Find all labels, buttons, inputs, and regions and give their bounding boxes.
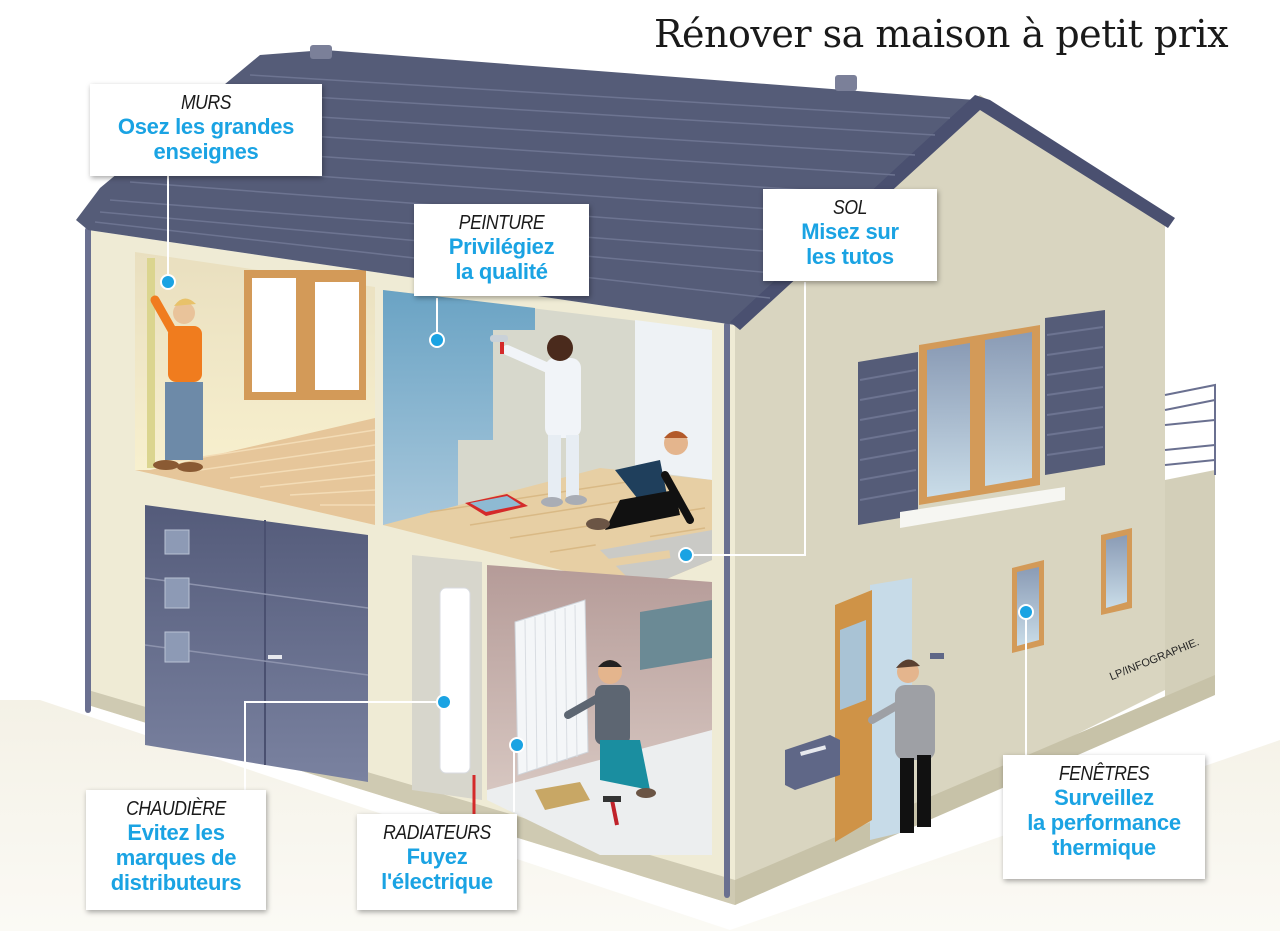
- callout-dots: [160, 274, 1034, 753]
- callout-peinture: PEINTURE Privilégiez la qualité: [414, 204, 589, 296]
- ground: [0, 700, 1280, 931]
- leader-lines: [167, 175, 1027, 812]
- room-murs: [135, 252, 376, 525]
- callout-category: PEINTURE: [458, 212, 545, 234]
- drainpipes: [85, 227, 730, 898]
- dot-chaudiere: [436, 694, 452, 710]
- callout-tip-line: enseignes: [153, 139, 259, 164]
- callout-chaudiere: CHAUDIÈRE Evitez les marques de distribu…: [86, 790, 266, 910]
- infographic-title: Rénover sa maison à petit prix: [653, 12, 1229, 56]
- garage-door: [144, 505, 369, 782]
- callout-tip-line: Osez les grandes: [117, 114, 295, 139]
- callout-tip-line: l'électrique: [381, 869, 493, 894]
- dot-peinture: [429, 332, 445, 348]
- callout-category: MURS: [180, 92, 232, 114]
- callout-category: FENÊTRES: [1058, 763, 1150, 785]
- callout-tip-line: Surveillez: [1054, 785, 1154, 810]
- callout-fenetres: FENÊTRES Surveillez la performance therm…: [1003, 755, 1205, 879]
- callout-tip-line: la performance: [1027, 810, 1181, 835]
- callout-tip-line: Evitez les: [127, 820, 225, 845]
- room-peinture-sol: [383, 290, 712, 590]
- dot-murs: [160, 274, 176, 290]
- callout-tip-line: distributeurs: [110, 870, 242, 895]
- callout-tip-line: marques de: [115, 845, 237, 870]
- callout-sol: SOL Misez sur les tutos: [763, 189, 937, 281]
- callout-murs: MURS Osez les grandes enseignes: [90, 84, 322, 176]
- dot-sol: [678, 547, 694, 563]
- dot-fenetres: [1018, 604, 1034, 620]
- callout-tip-line: Privilégiez: [448, 234, 555, 259]
- callout-tip-line: Misez sur: [801, 219, 899, 244]
- callout-tip-line: thermique: [1052, 835, 1156, 860]
- upper-window: [858, 310, 1105, 528]
- room-radiateurs: [487, 565, 712, 855]
- entrance: [785, 578, 944, 842]
- callout-tip-line: les tutos: [806, 244, 894, 269]
- callout-tip-line: Fuyez: [406, 844, 468, 869]
- callout-category: RADIATEURS: [383, 822, 491, 844]
- dot-radiateurs: [509, 737, 525, 753]
- callout-radiateurs: RADIATEURS Fuyez l'électrique: [357, 814, 517, 910]
- room-chaudiere: [412, 555, 482, 815]
- callout-category: CHAUDIÈRE: [126, 798, 226, 820]
- callout-category: SOL: [833, 197, 867, 219]
- callout-tip-line: la qualité: [455, 259, 548, 284]
